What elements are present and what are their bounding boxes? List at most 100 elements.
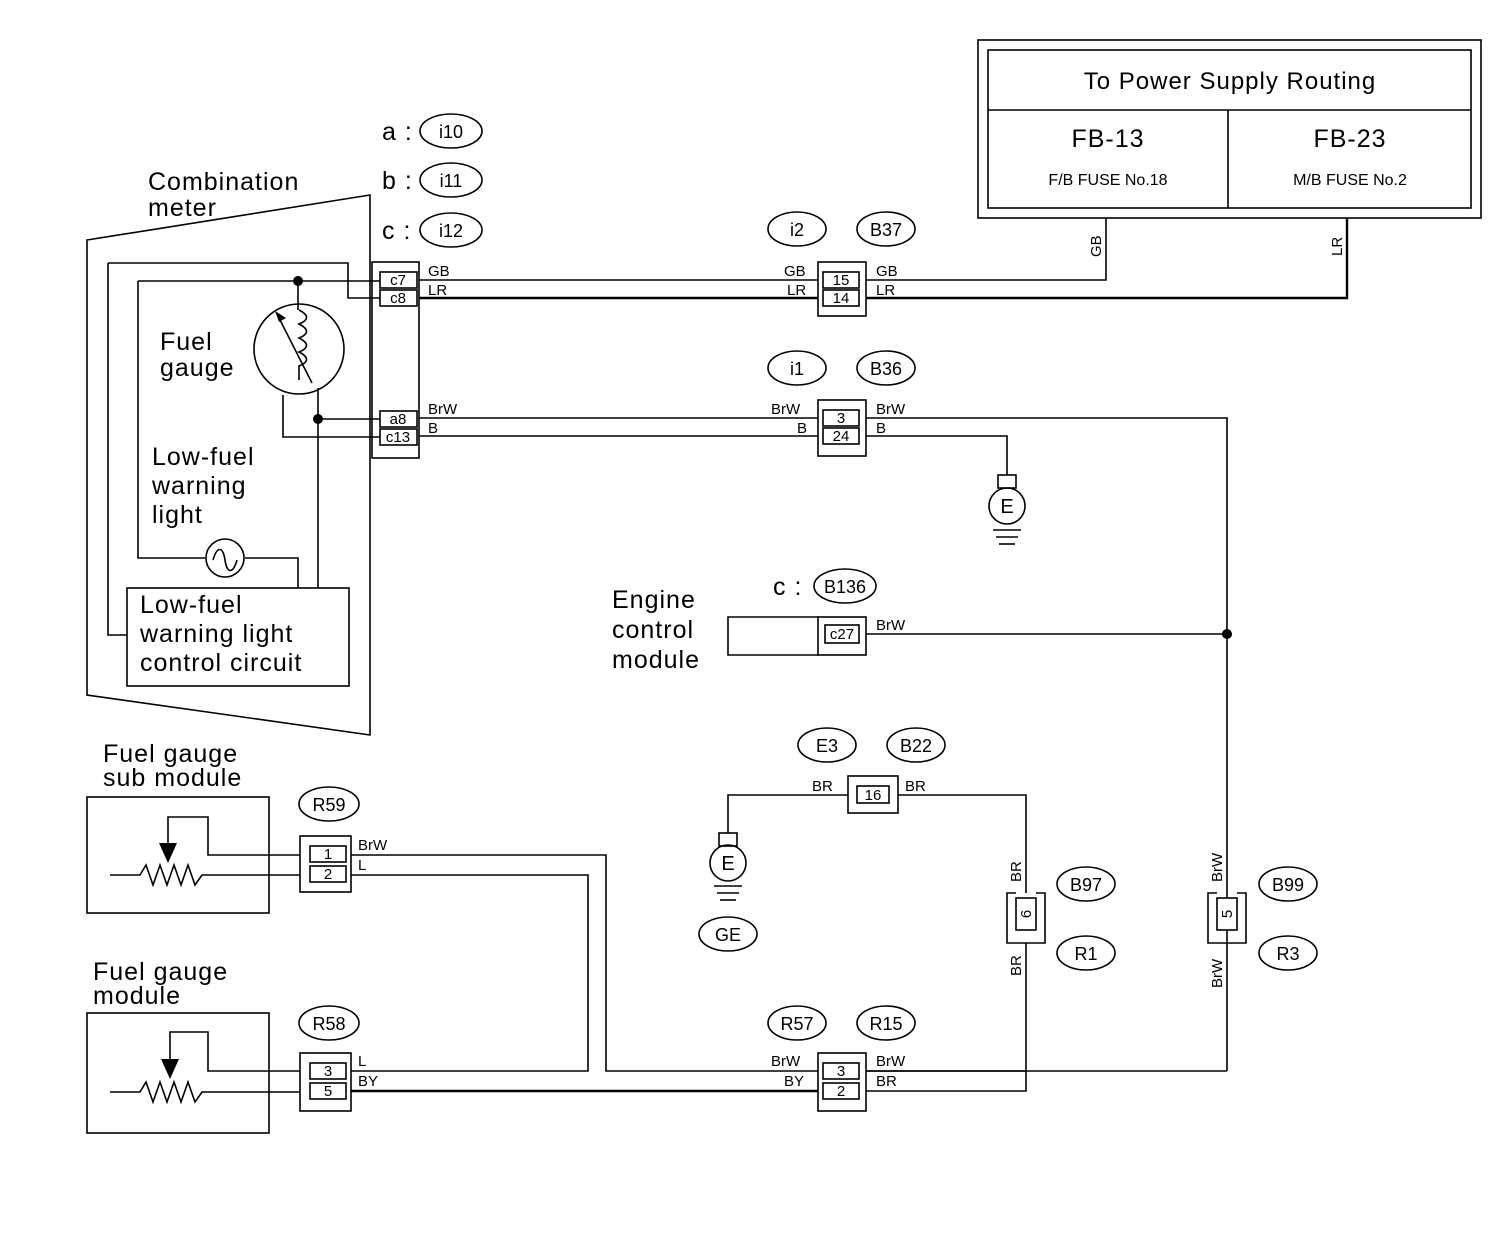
wire-label-by-r57: BY	[784, 1073, 804, 1090]
ecm-label-1: Engine	[612, 586, 696, 614]
fuse-fb23-desc: M/B FUSE No.2	[1293, 172, 1407, 189]
connector-e3-label: E3	[816, 736, 838, 756]
connector-b36-label: B36	[870, 359, 902, 379]
pin-14: 14	[833, 290, 850, 307]
wire-label-lr-1: LR	[428, 282, 447, 299]
power-supply-box: To Power Supply Routing FB-13 F/B FUSE N…	[977, 39, 1482, 219]
wire-label-gb-1: GB	[428, 263, 450, 280]
wire-label-brw-r59: BrW	[358, 837, 388, 854]
meter-pin-c8: c8	[390, 290, 406, 307]
pin-2-r59: 2	[324, 866, 332, 883]
wire-label-b-1: B	[428, 420, 438, 437]
combination-meter: Combination meter a : i10 b : i11 c : i1…	[86, 113, 483, 736]
connector-i1-b36: i1 B36 3 24	[767, 350, 916, 457]
pin-1: 1	[324, 846, 332, 863]
power-wires: GB LR GB LR GB LR GB LR	[419, 218, 1349, 300]
meter-pin-c7: c7	[390, 272, 406, 289]
connector-r58-label: R58	[312, 1014, 345, 1034]
wire-label-brw-2: BrW	[771, 401, 801, 418]
ground-symbol-upper: E	[988, 474, 1026, 545]
fuse-fb23-code: FB-23	[1313, 125, 1386, 153]
ecm-conn-letter: c :	[773, 573, 802, 601]
key-bubble-b	[419, 162, 483, 198]
key-id-a: i10	[439, 122, 463, 142]
meter-pin-c13: c13	[386, 429, 410, 446]
meter-pin-a8: a8	[390, 411, 407, 428]
sub-module-label-2: sub module	[103, 764, 242, 792]
wire-label-lr-4: LR	[1329, 237, 1346, 256]
ground-e-upper: E	[1000, 496, 1013, 518]
connector-b22-label: B22	[900, 736, 932, 756]
connector-b97-label: B97	[1070, 875, 1102, 895]
pin-5-b99: 5	[1219, 910, 1236, 918]
connector-b37-label: B37	[870, 220, 902, 240]
connector-r59-label: R59	[312, 795, 345, 815]
connector-i1-label: i1	[790, 359, 804, 379]
key-bubble-a	[419, 113, 483, 149]
pin-15: 15	[833, 272, 850, 289]
combination-meter-label-1: Combination	[148, 168, 299, 196]
fuel-gauge-module: Fuel gauge module R58 3 5 L BY	[86, 958, 818, 1134]
key-letter-a: a :	[382, 118, 413, 146]
wire-label-gb-4: GB	[1088, 235, 1105, 257]
connector-b99-r3: 5 B99 R3 BrW BrW	[1207, 852, 1318, 988]
control-circuit-label-3: control circuit	[140, 649, 302, 677]
pin-2-r57: 2	[837, 1083, 845, 1100]
wire-label-brw-ecm: BrW	[876, 617, 906, 634]
wire-label-lr-3: LR	[876, 282, 895, 299]
pin-5-r58: 5	[324, 1083, 332, 1100]
control-circuit-label-2: warning light	[139, 620, 293, 648]
gauge-module-label-1: Fuel gauge	[93, 958, 228, 986]
engine-control-module: Engine control module c : B136 c27 BrW	[612, 568, 1232, 674]
lowfuel-light-label-3: light	[152, 501, 203, 529]
connector-i2-b37: i2 B37 15 14	[767, 211, 916, 317]
key-bubble-c	[419, 212, 483, 248]
pin-6: 6	[1018, 910, 1035, 918]
warning-light-icon	[205, 538, 245, 578]
lowfuel-light-label-1: Low-fuel	[152, 443, 255, 471]
wire-label-gb-2: GB	[784, 263, 806, 280]
fuel-gauge-sub-module: Fuel gauge sub module R59 1 2 BrW L	[86, 740, 818, 1072]
connector-b99-label: B99	[1272, 875, 1304, 895]
connector-r15-label: R15	[869, 1014, 902, 1034]
wire-label-brw-5: BrW	[1209, 958, 1226, 988]
ground-e-lower: E	[721, 853, 734, 875]
combination-meter-label-2: meter	[148, 194, 217, 222]
wire-label-lr-2: LR	[787, 282, 806, 299]
wire-label-br-4: BR	[1008, 955, 1025, 976]
wire-label-l-r58: L	[358, 1053, 366, 1070]
sub-module-label-1: Fuel gauge	[103, 740, 238, 768]
power-supply-title: To Power Supply Routing	[1084, 68, 1376, 95]
connector-b97-r1: 6 B97 R1 BR BR	[1006, 861, 1116, 976]
control-circuit-label-1: Low-fuel	[140, 591, 243, 619]
wire-label-b-2: B	[797, 420, 807, 437]
pin-24: 24	[833, 428, 850, 445]
pin-16: 16	[865, 787, 882, 804]
key-id-c: i12	[439, 221, 463, 241]
wire-label-br-r15: BR	[876, 1073, 897, 1090]
connector-r3-label: R3	[1276, 944, 1299, 964]
signal-wires: BrW B BrW B BrW B	[419, 401, 1228, 1071]
fuel-gauge-icon	[253, 303, 345, 395]
connector-ge-label: GE	[715, 925, 741, 945]
connector-i2-label: i2	[790, 220, 804, 240]
connector-r1-label: R1	[1074, 944, 1097, 964]
ecm-label-2: control	[612, 616, 694, 644]
wire-label-brw-4: BrW	[1209, 852, 1226, 882]
wire-label-brw-1: BrW	[428, 401, 458, 418]
pin-3-b36: 3	[837, 410, 845, 427]
fuel-gauge-label-1: Fuel	[160, 328, 213, 356]
connector-b136-label: B136	[824, 577, 866, 597]
ecm-label-3: module	[612, 646, 700, 674]
wire-label-brw-r57: BrW	[771, 1053, 801, 1070]
key-id-b: i11	[440, 171, 463, 191]
wire-label-brw-3: BrW	[876, 401, 906, 418]
meter-connector	[371, 261, 420, 459]
pin-3-r58: 3	[324, 1063, 332, 1080]
key-letter-b: b :	[382, 167, 413, 195]
ground-circuit: E3 B22 16 BR BR E GE	[698, 727, 1027, 1072]
lowfuel-light-label-2: warning	[151, 472, 247, 500]
wire-label-gb-3: GB	[876, 263, 898, 280]
fuel-gauge-label-2: gauge	[160, 354, 235, 382]
